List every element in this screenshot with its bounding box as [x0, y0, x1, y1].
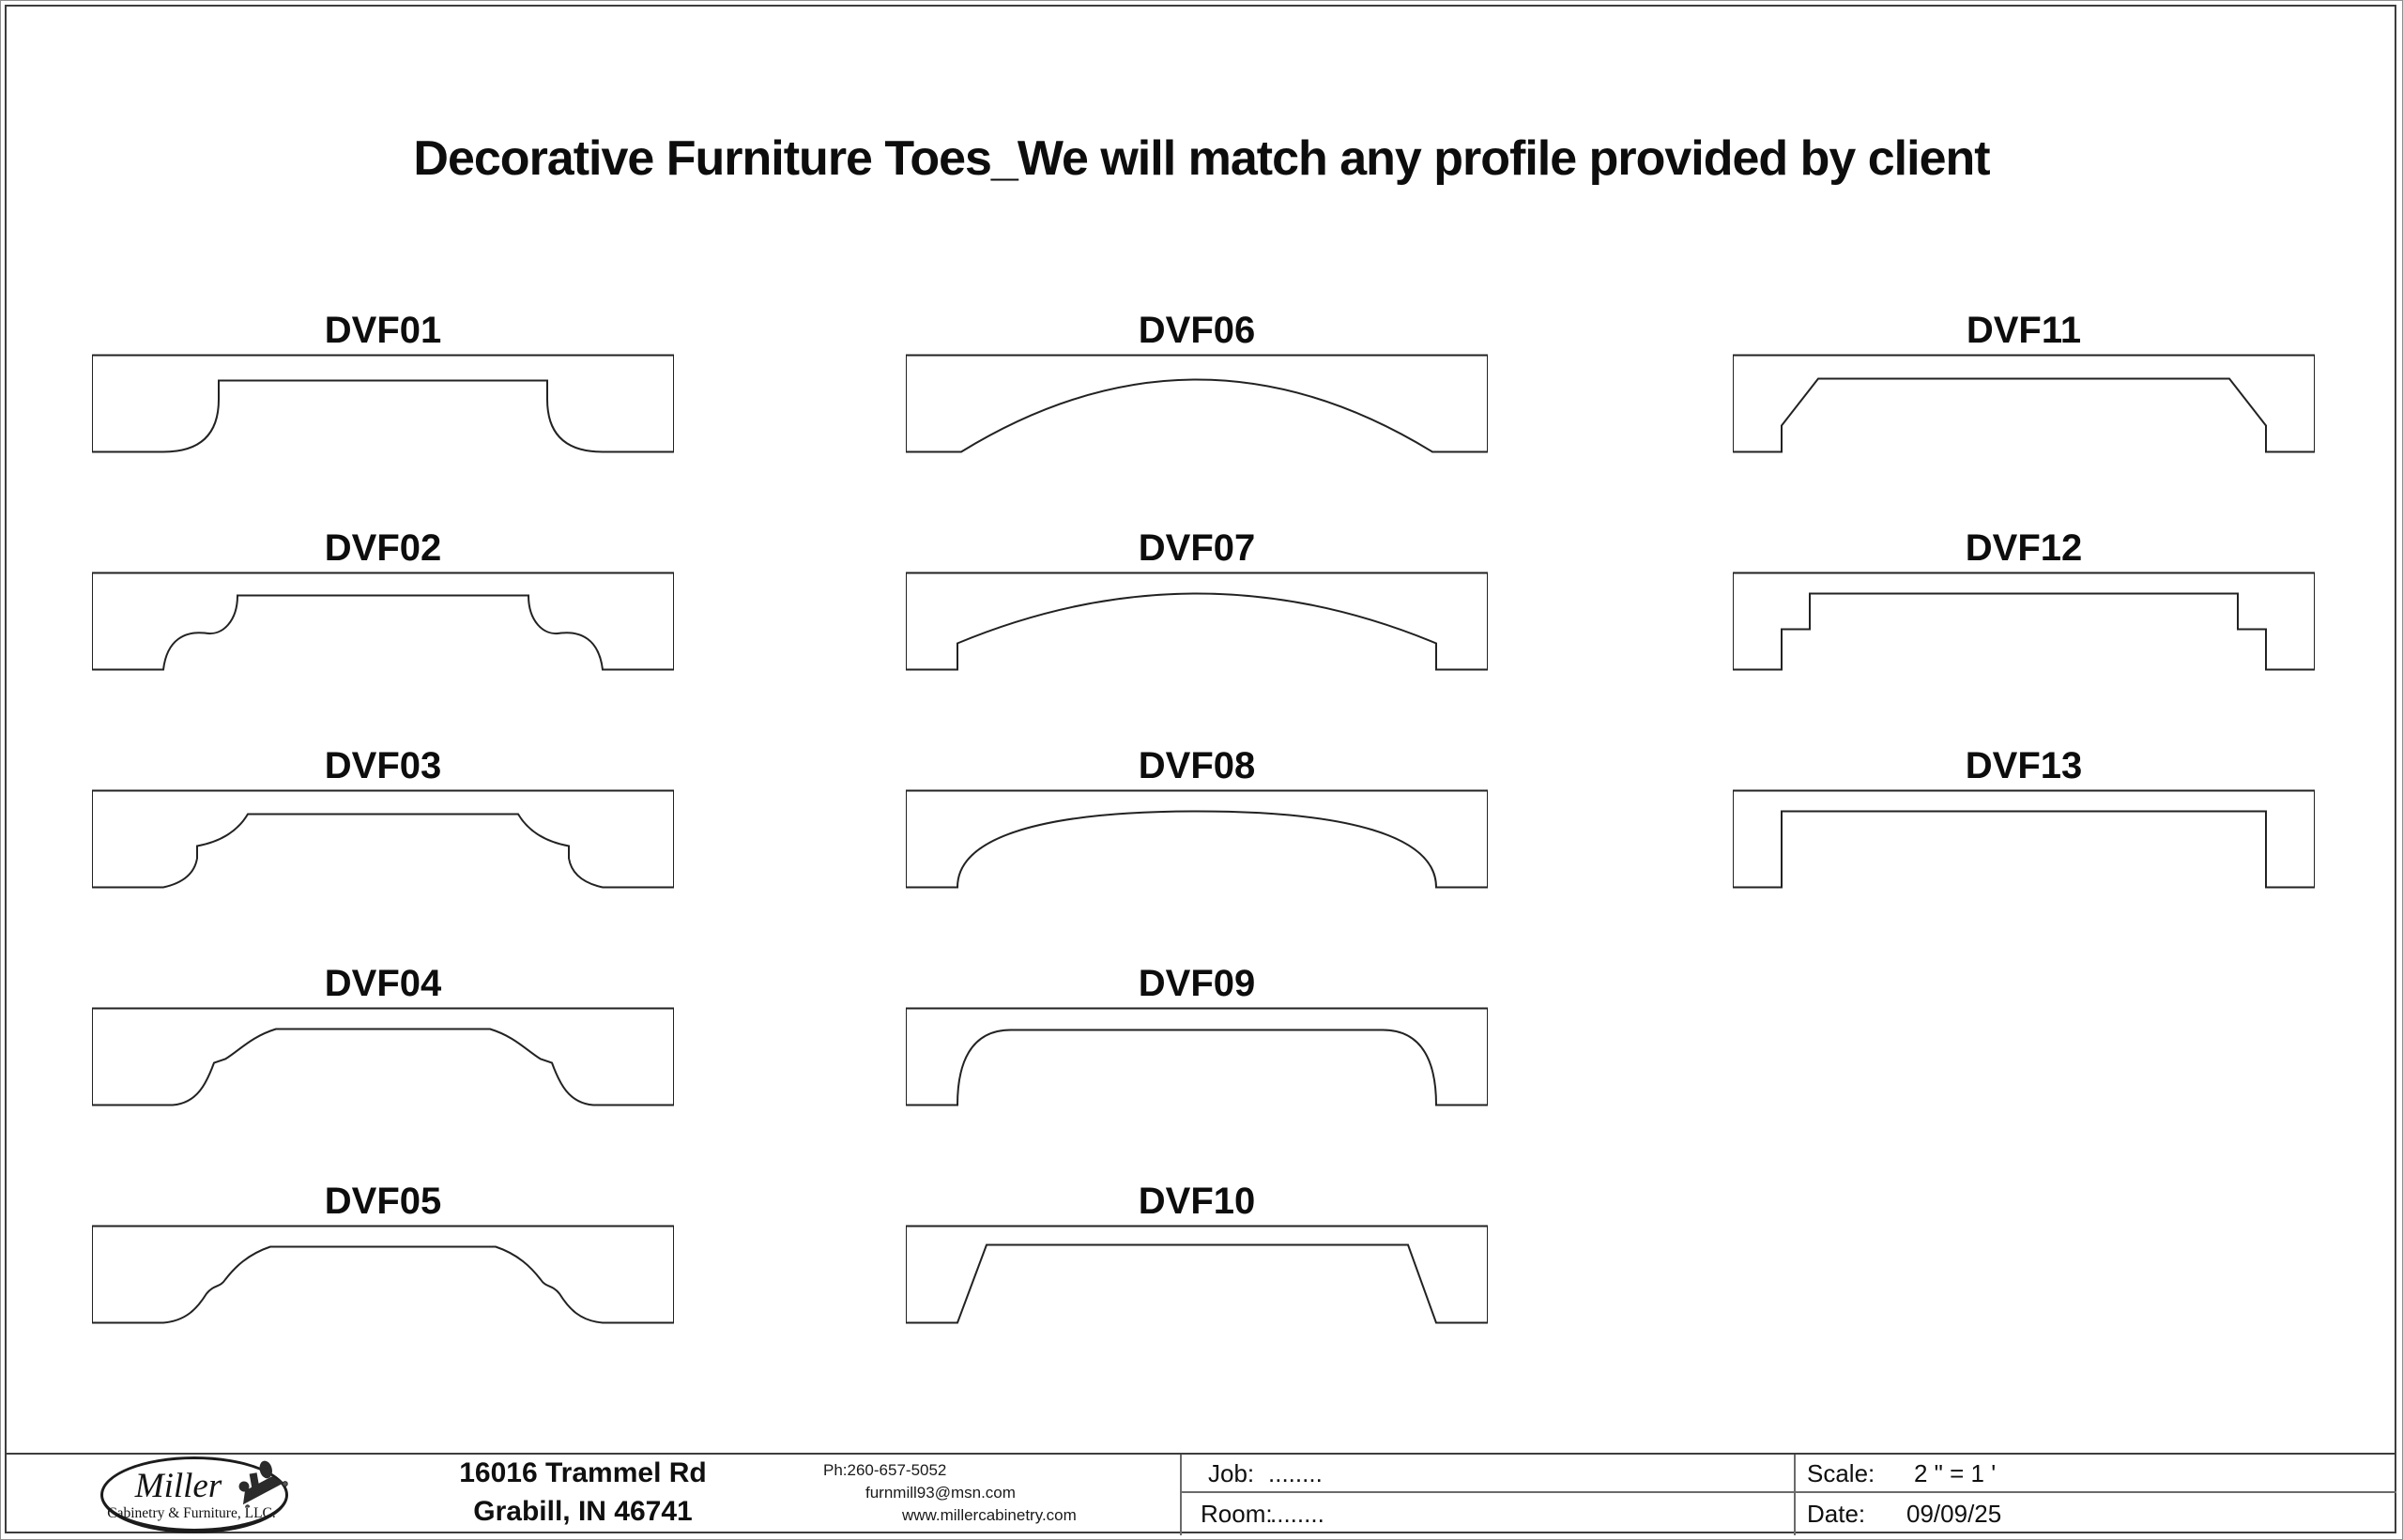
profile-label-DVF12: DVF12 — [1965, 527, 2083, 569]
profile-DVF09: DVF09 — [906, 963, 1488, 1106]
date-value: 09/09/25 — [1906, 1500, 2002, 1528]
page-border — [5, 5, 2396, 1533]
profile-drawing-DVF13 — [1733, 789, 2315, 889]
company-phone: Ph:260-657-5052 — [823, 1461, 947, 1479]
profile-label-DVF07: DVF07 — [1138, 527, 1256, 569]
company-address-line2: Grabill, IN 46741 — [473, 1496, 693, 1527]
company-address-line1: 16016 Trammel Rd — [459, 1457, 707, 1488]
profile-label-DVF10: DVF10 — [1138, 1181, 1256, 1222]
scale-value: 2 " = 1 ' — [1914, 1459, 1997, 1487]
profile-label-DVF09: DVF09 — [1138, 963, 1256, 1004]
profile-drawing-DVF06 — [906, 354, 1488, 453]
profile-drawing-DVF10 — [906, 1225, 1488, 1324]
titleblock-divider-1 — [1180, 1455, 1182, 1535]
profile-DVF07: DVF07 — [906, 527, 1488, 671]
room-value: ........ — [1270, 1500, 1324, 1528]
date-label: Date: — [1807, 1500, 1866, 1528]
profile-DVF03: DVF03 — [92, 745, 674, 889]
profile-label-DVF11: DVF11 — [1966, 310, 2082, 351]
profile-label-DVF06: DVF06 — [1138, 310, 1256, 351]
profile-DVF11: DVF11 — [1733, 310, 2315, 453]
page-title: Decorative Furniture Toes_We will match … — [413, 131, 1990, 186]
job-value: ........ — [1268, 1459, 1323, 1487]
profile-drawing-DVF05 — [92, 1225, 674, 1324]
profile-label-DVF03: DVF03 — [324, 745, 442, 786]
profile-drawing-DVF01 — [92, 354, 674, 453]
profile-DVF01: DVF01 — [92, 310, 674, 453]
logo-company-name: Miller — [134, 1467, 222, 1505]
profile-drawing-DVF02 — [92, 572, 674, 671]
room-label: Room: — [1201, 1500, 1273, 1528]
titleblock-mid-line — [1180, 1491, 2396, 1493]
company-email: furnmill93@msn.com — [865, 1484, 1016, 1502]
company-logo: Miller Cabinetry & Furniture, LLC. — [100, 1456, 288, 1533]
profile-label-DVF02: DVF02 — [324, 527, 442, 569]
company-website: www.millercabinetry.com — [902, 1506, 1077, 1524]
profile-DVF02: DVF02 — [92, 527, 674, 671]
profile-DVF05: DVF05 — [92, 1181, 674, 1324]
profile-label-DVF04: DVF04 — [324, 963, 442, 1004]
profile-drawing-DVF12 — [1733, 572, 2315, 671]
hand-plane-icon — [238, 1460, 288, 1507]
profile-label-DVF13: DVF13 — [1965, 745, 2083, 786]
profile-drawing-DVF09 — [906, 1007, 1488, 1106]
profile-label-DVF08: DVF08 — [1138, 745, 1256, 786]
profile-DVF12: DVF12 — [1733, 527, 2315, 671]
logo-subtitle: Cabinetry & Furniture, LLC. — [107, 1505, 276, 1521]
profile-drawing-DVF07 — [906, 572, 1488, 671]
profile-DVF13: DVF13 — [1733, 745, 2315, 889]
profile-drawing-DVF03 — [92, 789, 674, 889]
profile-DVF08: DVF08 — [906, 745, 1488, 889]
titleblock-divider-2 — [1794, 1455, 1796, 1535]
profile-drawing-DVF08 — [906, 789, 1488, 889]
titleblock-top-line — [5, 1453, 2396, 1455]
profile-DVF06: DVF06 — [906, 310, 1488, 453]
profile-DVF10: DVF10 — [906, 1181, 1488, 1324]
profile-drawing-DVF04 — [92, 1007, 674, 1106]
profile-label-DVF05: DVF05 — [324, 1181, 442, 1222]
profile-DVF04: DVF04 — [92, 963, 674, 1106]
profile-drawing-DVF11 — [1733, 354, 2315, 453]
job-label: Job: — [1208, 1459, 1255, 1487]
scale-label: Scale: — [1807, 1459, 1875, 1487]
profile-label-DVF01: DVF01 — [324, 310, 442, 351]
logo-ellipse — [100, 1456, 288, 1533]
